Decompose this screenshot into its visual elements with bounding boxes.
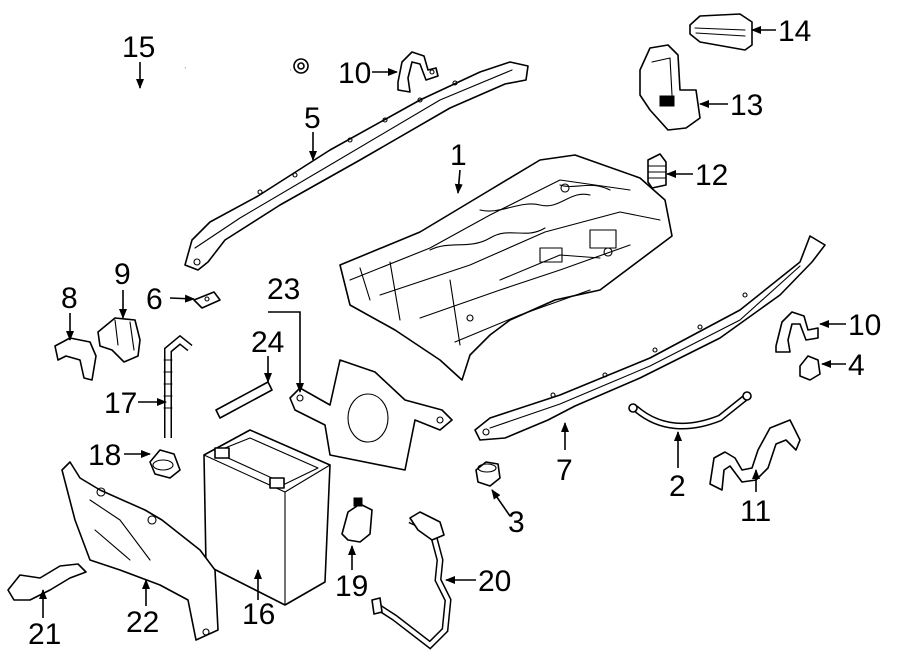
sensor-part — [341, 497, 373, 543]
right-rail-part — [474, 235, 826, 441]
bracket-right-part — [775, 311, 819, 353]
tube-part — [163, 334, 193, 438]
left-rail-part — [184, 61, 529, 271]
callout-2: 2 — [669, 470, 686, 503]
callout-22: 22 — [126, 606, 159, 639]
cable-part — [628, 391, 752, 430]
hose-part — [69, 58, 309, 158]
callout-6: 6 — [146, 283, 163, 316]
callout-1: 1 — [450, 139, 467, 172]
plate-part — [289, 359, 453, 471]
callout-23: 23 — [267, 273, 300, 306]
bracket-11-part — [709, 419, 801, 491]
callout-19: 19 — [335, 570, 368, 603]
callout-14: 14 — [778, 15, 811, 48]
callout-11: 11 — [740, 495, 771, 528]
callout-7: 7 — [556, 454, 573, 487]
grommet-part — [475, 461, 501, 487]
leader-lines — [39, 26, 846, 618]
battery-12v-part — [203, 429, 331, 606]
callout-labels: 1 2 3 4 5 6 7 8 9 10 10 11 12 13 14 15 1… — [28, 15, 881, 651]
bracket-9-part — [97, 317, 141, 363]
callout-24: 24 — [251, 326, 284, 359]
callout-3: 3 — [508, 506, 525, 539]
callout-15: 15 — [122, 31, 155, 64]
harness-part — [371, 511, 452, 650]
cap-part — [647, 153, 667, 189]
bracket-21-part — [7, 563, 87, 601]
callout-21: 21 — [28, 618, 61, 651]
callout-18: 18 — [88, 439, 121, 472]
callout-17: 17 — [104, 387, 137, 420]
callout-4: 4 — [848, 349, 865, 382]
strip-part — [215, 381, 273, 419]
callout-16: 16 — [242, 598, 275, 631]
callout-12: 12 — [695, 159, 728, 192]
callout-13: 13 — [730, 89, 763, 122]
callout-10-top: 10 — [338, 57, 371, 90]
callout-8: 8 — [61, 282, 78, 315]
clip-part — [193, 291, 221, 309]
bracket-8-part — [54, 337, 97, 381]
module-part — [639, 44, 701, 131]
nut-part — [799, 355, 821, 381]
callout-20: 20 — [478, 565, 511, 598]
callout-9: 9 — [114, 258, 131, 291]
plug-part — [149, 449, 181, 479]
cover-part — [689, 13, 753, 51]
tray-part — [61, 461, 219, 641]
bracket-top-part — [397, 51, 439, 93]
battery-pack-part — [339, 154, 673, 381]
callout-5: 5 — [304, 102, 321, 135]
callout-10-right: 10 — [848, 309, 881, 342]
